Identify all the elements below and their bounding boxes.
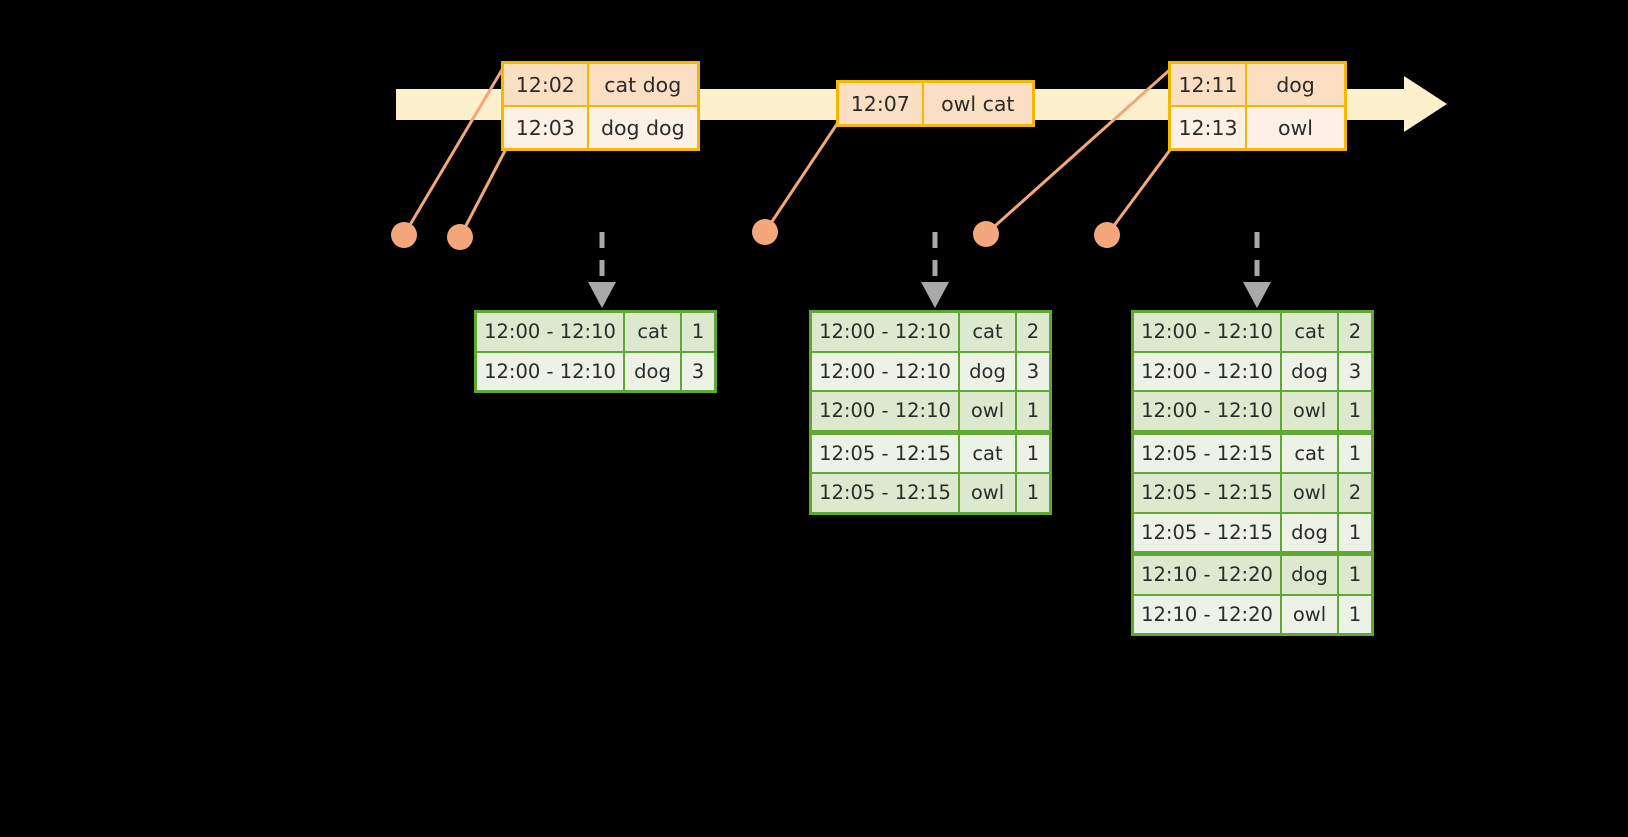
- event-words: owl cat: [941, 91, 1015, 116]
- connector-dot-3[interactable]: [752, 219, 778, 245]
- connector-line-5: [1105, 145, 1175, 236]
- cell-count: 3: [1015, 352, 1049, 390]
- cell-count: 1: [1337, 556, 1371, 594]
- cell-window: 12:05 - 12:15: [1141, 441, 1273, 465]
- event-words: dog dog: [600, 115, 685, 140]
- down-arrow-1: [588, 232, 616, 308]
- cell-window: 12:05 - 12:15: [1141, 520, 1273, 544]
- down-arrow-head-icon: [921, 282, 949, 308]
- cell-word: cat: [1280, 434, 1337, 472]
- cell-count: 2: [1337, 313, 1371, 351]
- connector-dot-4[interactable]: [973, 221, 999, 247]
- event-time: 12:03: [504, 107, 589, 148]
- event-words: cat dog: [604, 72, 682, 97]
- cell-word: owl: [958, 392, 1015, 430]
- cell-word: owl: [1280, 474, 1337, 512]
- cell-count: 1: [1015, 434, 1049, 472]
- event-box-1[interactable]: 12:02 cat dog 12:03 dog dog: [501, 61, 700, 151]
- cell-window: 12:00 - 12:10: [819, 359, 951, 383]
- cell-count: 2: [1337, 474, 1371, 512]
- event-row: 12:13 owl: [1171, 105, 1344, 148]
- down-arrow-head-icon: [1243, 282, 1271, 308]
- down-arrow-head-icon: [588, 282, 616, 308]
- cell-window: 12:00 - 12:10: [819, 320, 951, 344]
- cell-count: 3: [680, 352, 714, 390]
- event-box-3[interactable]: 12:11 dog 12:13 owl: [1168, 61, 1347, 151]
- timeline-arrow-head-icon: [1404, 76, 1447, 132]
- cell-count: 1: [1337, 434, 1371, 472]
- cell-word: owl: [958, 474, 1015, 512]
- cell-window: 12:00 - 12:10: [1141, 359, 1273, 383]
- cell-count: 2: [1015, 313, 1049, 351]
- cell-window: 12:00 - 12:10: [819, 399, 951, 423]
- cell-count: 1: [1015, 474, 1049, 512]
- cell-count: 1: [1337, 513, 1371, 551]
- connector-line-2: [458, 144, 510, 238]
- cell-window: 12:00 - 12:10: [484, 359, 616, 383]
- cell-word: dog: [1280, 513, 1337, 551]
- down-arrow-3: [1243, 232, 1271, 308]
- event-row: 12:11 dog: [1171, 64, 1344, 105]
- cell-word: dog: [958, 352, 1015, 390]
- cell-word: cat: [1280, 313, 1337, 351]
- cell-window: 12:05 - 12:15: [1141, 481, 1273, 505]
- event-time: 12:07: [839, 83, 924, 124]
- cell-word: dog: [1280, 556, 1337, 594]
- event-time: 12:11: [1171, 64, 1247, 105]
- event-words: owl: [1277, 115, 1313, 140]
- event-row: 12:02 cat dog: [504, 64, 697, 105]
- cell-count: 1: [1337, 595, 1371, 633]
- connector-line-3: [763, 117, 843, 233]
- cell-window: 12:05 - 12:15: [819, 481, 951, 505]
- cell-window: 12:10 - 12:20: [1141, 602, 1273, 626]
- cell-window: 12:05 - 12:15: [819, 441, 951, 465]
- event-row: 12:03 dog dog: [504, 105, 697, 148]
- cell-window: 12:00 - 12:10: [1141, 399, 1273, 423]
- cell-window: 12:00 - 12:10: [1141, 320, 1273, 344]
- cell-word: cat: [958, 434, 1015, 472]
- cell-word: owl: [1280, 392, 1337, 430]
- event-time: 12:13: [1171, 107, 1247, 148]
- cell-count: 1: [680, 313, 714, 351]
- event-words: dog: [1276, 72, 1315, 97]
- event-row: 12:07 owl cat: [839, 83, 1032, 124]
- event-box-2[interactable]: 12:07 owl cat: [836, 80, 1035, 127]
- event-time: 12:02: [504, 64, 589, 105]
- down-arrow-2: [921, 232, 949, 308]
- cell-count: 3: [1337, 352, 1371, 390]
- cell-count: 1: [1015, 392, 1049, 430]
- cell-window: 12:10 - 12:20: [1141, 563, 1273, 587]
- cell-window: 12:00 - 12:10: [484, 320, 616, 344]
- connector-dot-1[interactable]: [391, 222, 417, 248]
- cell-word: dog: [623, 352, 680, 390]
- cell-word: dog: [1280, 352, 1337, 390]
- connector-dot-2[interactable]: [447, 224, 473, 250]
- cell-word: owl: [1280, 595, 1337, 633]
- cell-count: 1: [1337, 392, 1371, 430]
- cell-word: cat: [958, 313, 1015, 351]
- connector-dot-5[interactable]: [1094, 222, 1120, 248]
- cell-word: cat: [623, 313, 680, 351]
